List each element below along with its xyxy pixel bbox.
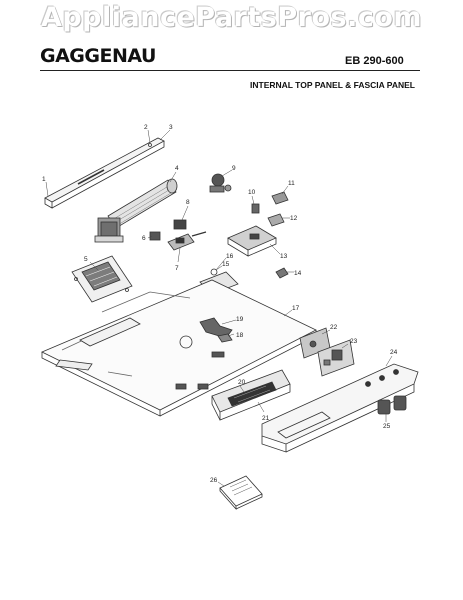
model-number: EB 290-600 (345, 55, 404, 67)
callout-13: 13 (280, 253, 288, 260)
callout-18: 18 (236, 332, 244, 339)
callout-3: 3 (169, 124, 173, 131)
callout-numbers: 1 2 3 4 5 6 7 8 9 10 11 12 13 14 15 16 1… (42, 124, 398, 484)
part-control-module (299, 327, 355, 377)
callout-10: 10 (248, 189, 256, 196)
callout-25: 25 (383, 423, 391, 430)
header-divider (40, 70, 420, 71)
part-circuit-board (71, 255, 133, 303)
callout-19: 19 (236, 316, 244, 323)
part-top-panel (41, 279, 317, 417)
part-fascia-frame (211, 369, 291, 421)
callout-12: 12 (290, 215, 298, 222)
callout-17: 17 (292, 305, 300, 312)
callout-24: 24 (390, 349, 398, 356)
part-fascia-panel (261, 363, 419, 453)
callout-9: 9 (232, 165, 236, 172)
section-title: INTERNAL TOP PANEL & FASCIA PANEL (250, 80, 415, 90)
brand-logo: GAGGENAU (40, 45, 156, 67)
part-thermostat (209, 173, 260, 214)
callout-6: 6 (142, 235, 146, 242)
callout-16: 16 (226, 253, 234, 260)
callout-11: 11 (288, 180, 295, 187)
callout-leaders (45, 129, 393, 487)
callout-21: 21 (262, 415, 270, 422)
callout-23: 23 (350, 338, 358, 345)
part-knobs (377, 395, 407, 415)
callout-20: 20 (238, 379, 246, 386)
callout-26: 26 (210, 477, 218, 484)
part-switches (149, 219, 207, 251)
callout-4: 4 (175, 165, 179, 172)
part-bracket (199, 317, 233, 343)
callout-8: 8 (186, 199, 190, 206)
part-rail (44, 137, 165, 209)
watermark: AppliancePartsPros.com (40, 2, 423, 33)
callout-14: 14 (294, 270, 302, 277)
callout-15: 15 (222, 261, 230, 268)
callout-22: 22 (330, 324, 338, 331)
part-instruction-booklet (219, 475, 263, 511)
part-switch-housing (227, 191, 289, 257)
callout-5: 5 (84, 256, 88, 263)
part-tangential-fan (94, 178, 178, 243)
callout-1: 1 (42, 176, 46, 183)
callout-7: 7 (175, 265, 179, 272)
callout-2: 2 (144, 124, 148, 131)
